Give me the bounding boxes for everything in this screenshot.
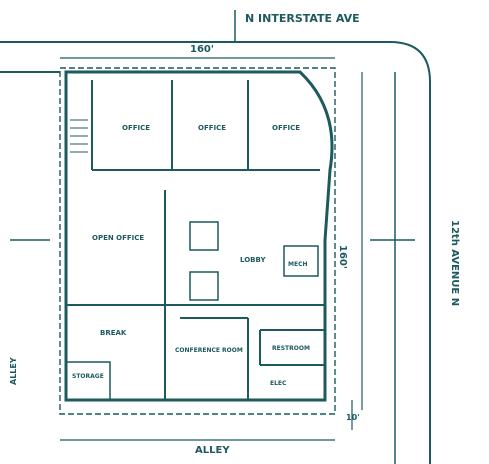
north-street-curb xyxy=(0,41,431,464)
street-label-north: N INTERSTATE AVE xyxy=(245,12,360,25)
building-wall xyxy=(64,70,334,402)
room-label: LOBBY xyxy=(240,256,266,264)
room-label: OFFICE xyxy=(198,124,226,132)
room-label: OPEN OFFICE xyxy=(92,234,144,242)
street-label-east: 12th AVENUE N xyxy=(449,220,460,306)
dimension-label-setback: 10' xyxy=(346,413,360,422)
room-label: MECH xyxy=(288,261,308,268)
room-label: OFFICE xyxy=(272,124,300,132)
room-label: STORAGE xyxy=(72,373,104,380)
room-label: ELEC xyxy=(270,380,287,387)
mech-enclosure xyxy=(283,245,319,277)
elevator-shaft xyxy=(189,221,219,251)
dimension-label-top: 160' xyxy=(190,44,214,55)
room-label: CONFERENCE ROOM xyxy=(175,347,243,354)
storage-room xyxy=(65,361,111,401)
street-label-west: ALLEY xyxy=(9,357,18,385)
elevator-shaft xyxy=(189,271,219,301)
room-label: BREAK xyxy=(100,329,127,337)
dimension-label-right: 160' xyxy=(337,245,348,269)
dimension-label-bottom: ALLEY xyxy=(195,445,230,456)
room-label: OFFICE xyxy=(122,124,150,132)
room-label: RESTROOM xyxy=(272,345,310,352)
property-line xyxy=(59,67,336,415)
